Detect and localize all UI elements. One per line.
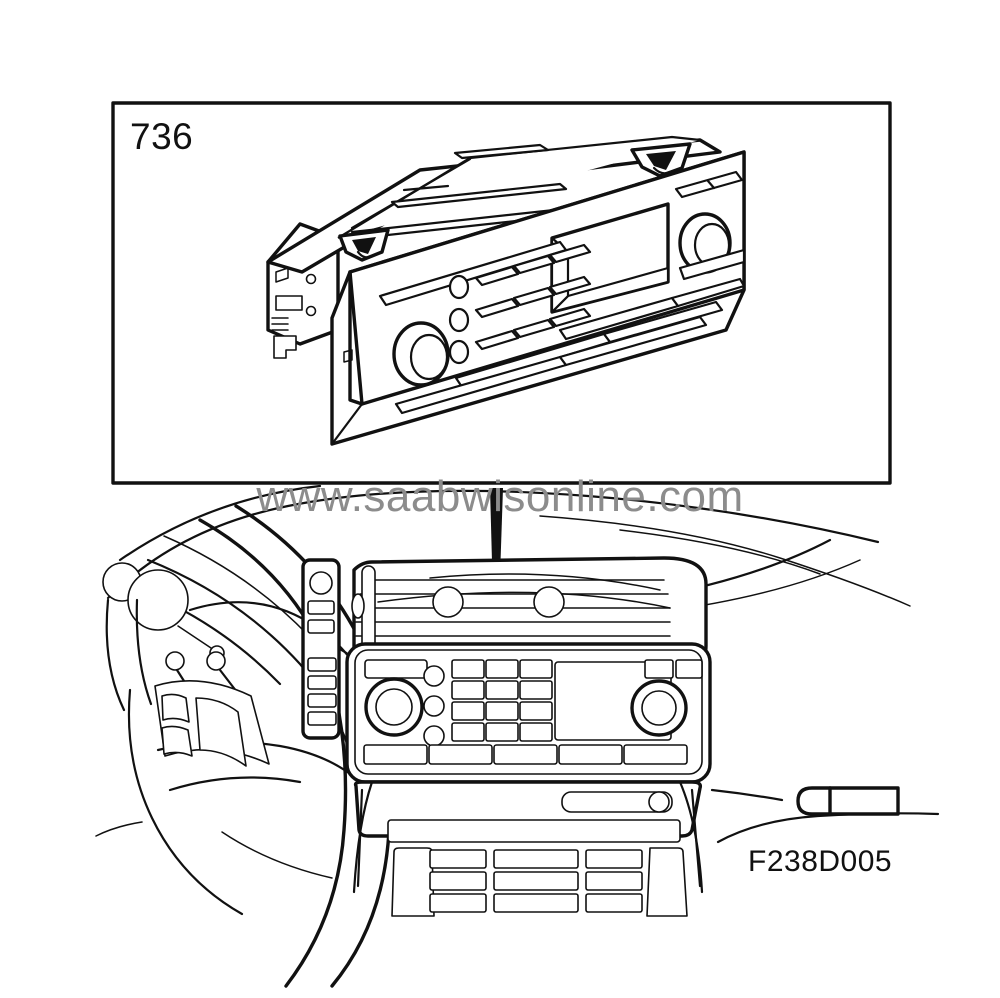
dash-lower-right-contour (710, 788, 940, 844)
center-radio-unit (345, 642, 712, 784)
dashboard-scene (95, 484, 940, 988)
radio-right-knob (641, 690, 677, 726)
detail-panel-callout-number: 736 (130, 116, 194, 157)
stalk-controls (154, 651, 270, 767)
radio-bottom-buttons (363, 744, 688, 765)
center-air-vent-panel (351, 556, 708, 670)
door-handle (796, 786, 900, 816)
acc-buttons (391, 847, 688, 917)
climate-control-panel (352, 780, 704, 917)
radio-faceplate (330, 150, 746, 446)
radio-head-unit-illustration (266, 135, 746, 446)
acc-slot (561, 791, 673, 813)
radio-left-knob (375, 688, 413, 726)
left-switch-panel (301, 558, 341, 740)
radio-mounting-clips (338, 142, 692, 262)
radio-keypad (451, 659, 553, 742)
radio-keypad-grid (474, 243, 592, 351)
figure-reference-code: F238D005 (748, 845, 893, 878)
radio-text-strip (364, 659, 428, 679)
